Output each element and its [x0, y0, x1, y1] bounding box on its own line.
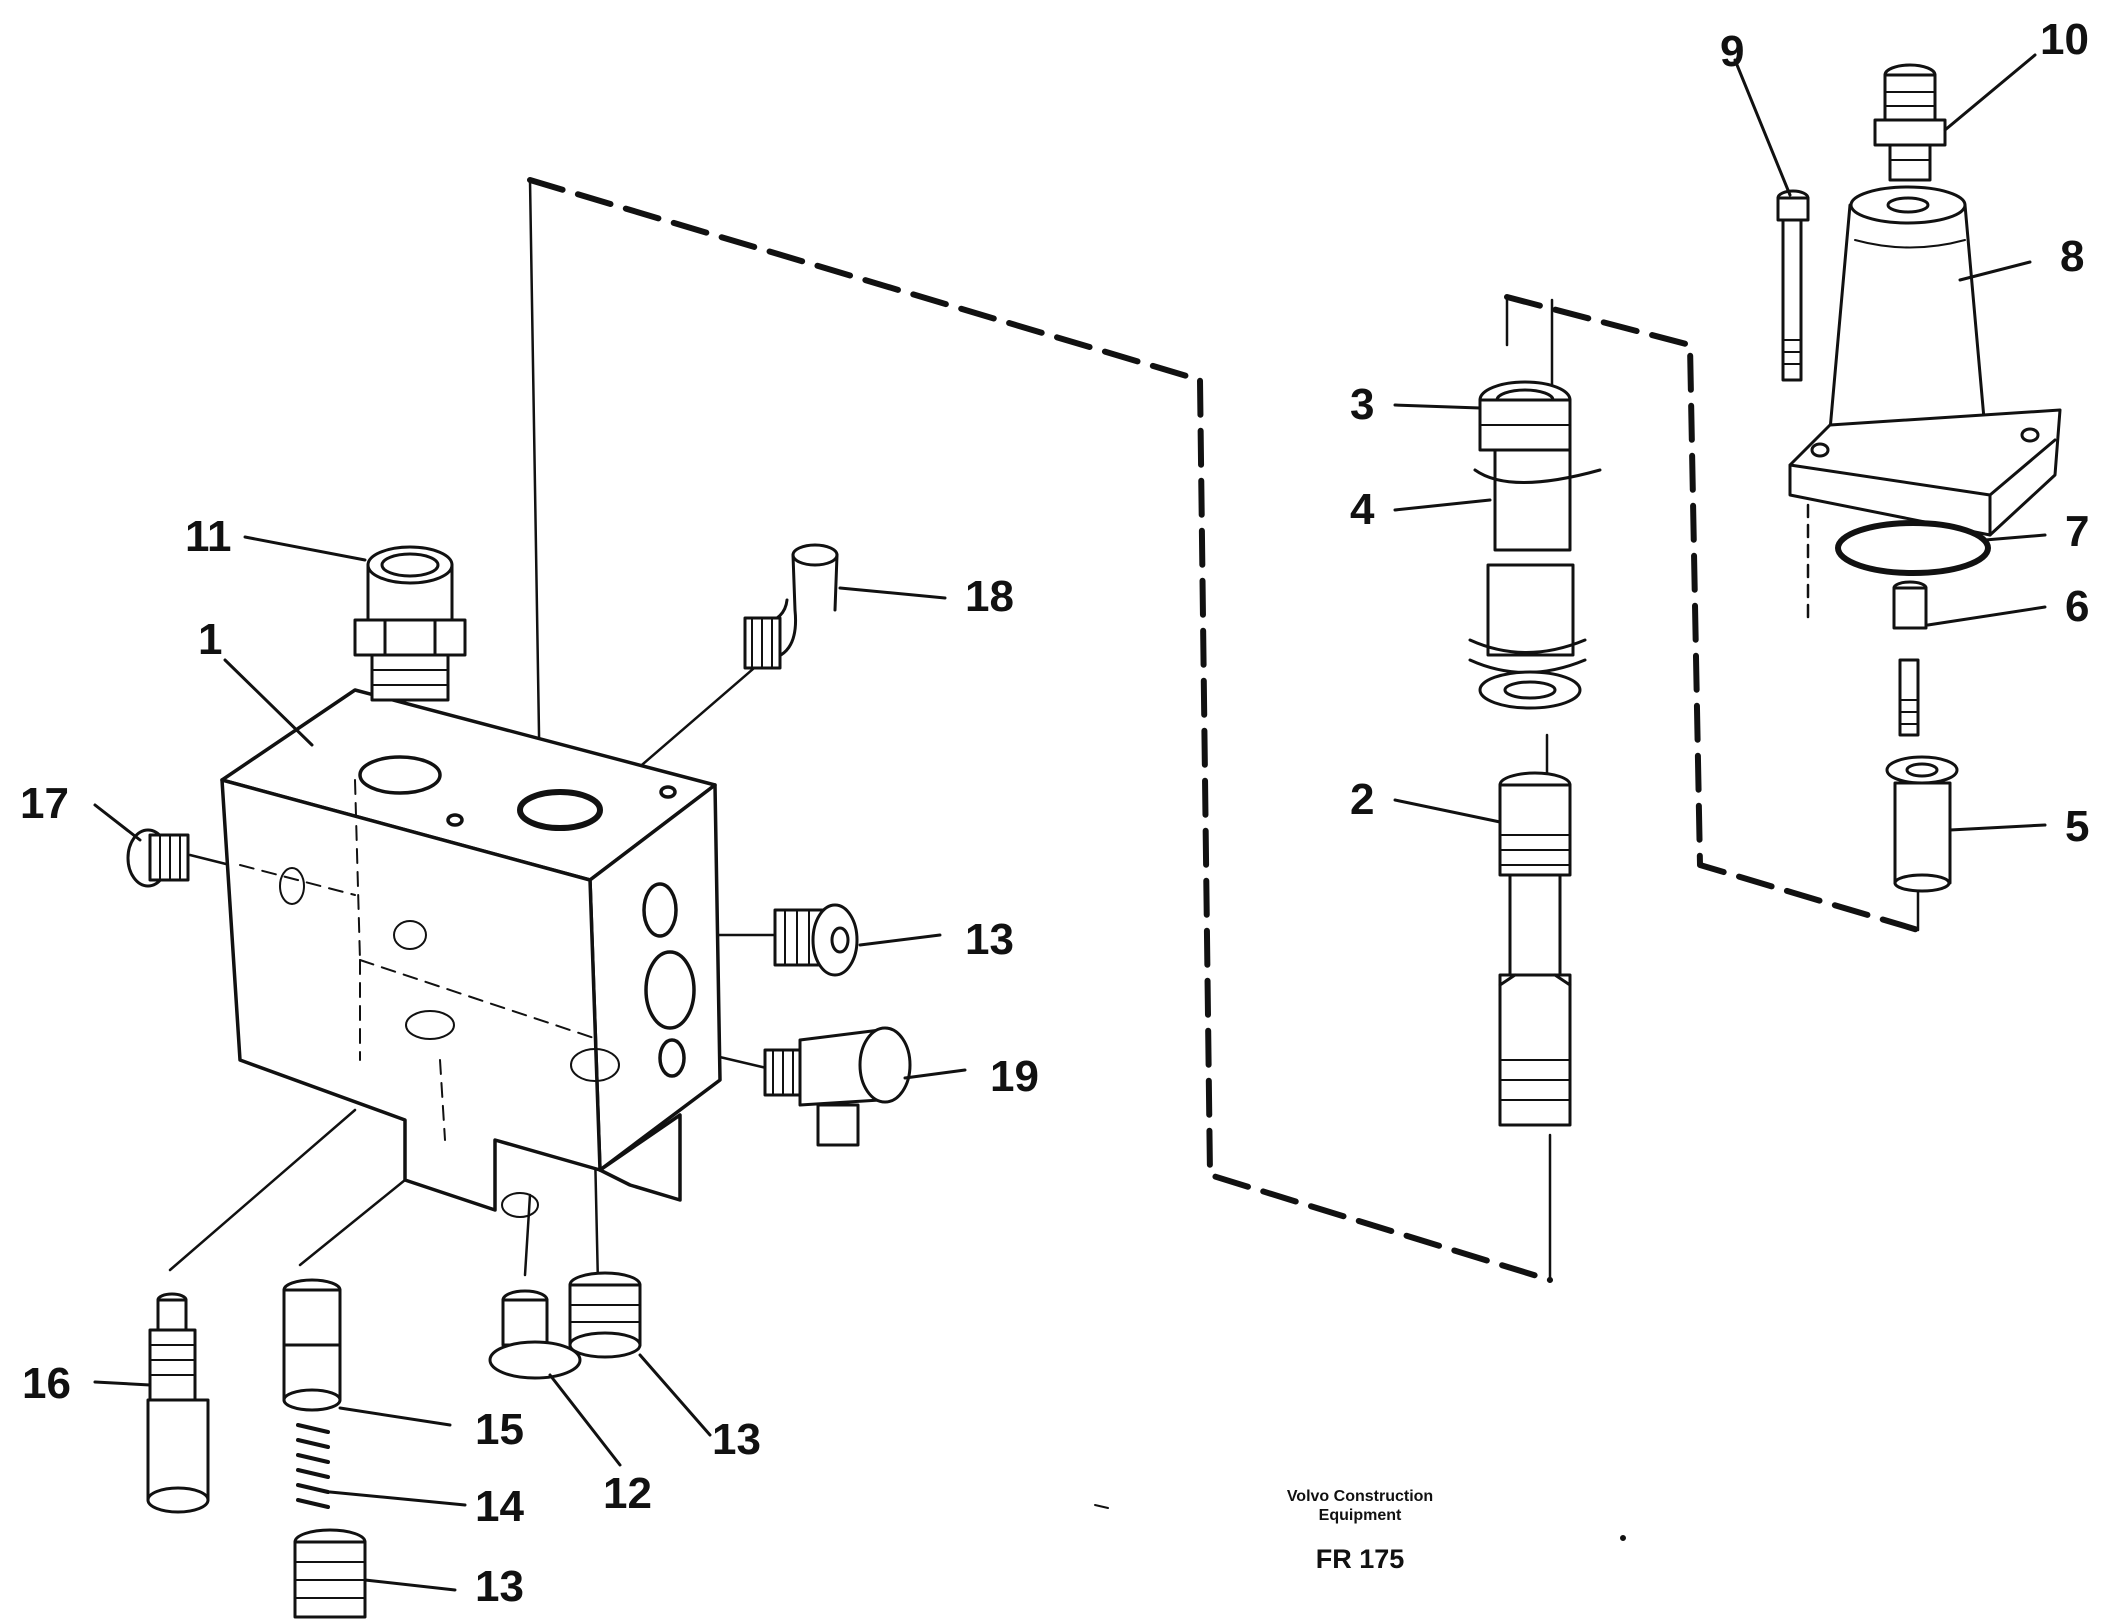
callout-4: 4 [1350, 485, 1375, 534]
callout-15: 15 [475, 1405, 524, 1454]
piston-part-2 [1498, 771, 1572, 1127]
callout-1: 1 [198, 615, 223, 664]
caption-line-2: Equipment [1318, 1507, 1402, 1524]
spring-sleeve [1468, 563, 1587, 710]
elbow-fitting-part-18 [743, 543, 839, 670]
fitting-part-11 [353, 545, 467, 702]
plug-part-17 [126, 828, 190, 888]
caption-line-1: Volvo Construction [1286, 1488, 1434, 1505]
cover-part-8 [1788, 185, 2062, 537]
seat-part-3 [1478, 380, 1572, 452]
cartridge-part-16 [146, 1292, 210, 1514]
callout-9: 9 [1720, 27, 1745, 76]
callout-19: 19 [990, 1052, 1039, 1101]
plug-part-12 [488, 1289, 582, 1380]
valve-block-body [220, 688, 722, 1218]
nipple-part-10 [1873, 63, 1947, 182]
banjo-fitting-part-19 [763, 1026, 912, 1147]
callout-13-under: 13 [712, 1415, 761, 1464]
callout-13-side: 13 [965, 915, 1014, 964]
plug-part-13-side [773, 903, 859, 977]
callout-17: 17 [20, 779, 69, 828]
plug-part-13-bottom [293, 1528, 367, 1619]
callout-5: 5 [2065, 802, 2090, 851]
assembly-path-lines [527, 177, 1921, 1283]
callout-6: 6 [2065, 582, 2090, 631]
spring-part-14 [296, 1423, 330, 1509]
callout-14: 14 [475, 1482, 524, 1531]
spool-part-15 [282, 1278, 342, 1412]
screw-part-6 [1892, 580, 1928, 737]
scan-specks [1094, 1504, 1626, 1541]
callout-3: 3 [1350, 380, 1375, 429]
drawing-code: FR 175 [1315, 1544, 1405, 1574]
plunger-part-5 [1885, 755, 1959, 893]
callout-12: 12 [603, 1469, 652, 1518]
leader-lines [93, 53, 2047, 1592]
clip-part-4 [1473, 448, 1602, 552]
oring-part-7 [1835, 520, 1991, 576]
callout-2: 2 [1350, 775, 1375, 824]
callout-16: 16 [22, 1359, 71, 1408]
callout-7: 7 [2065, 507, 2090, 556]
callout-8: 8 [2060, 232, 2085, 281]
callout-11: 11 [185, 512, 232, 561]
plug-part-13-under [568, 1271, 642, 1359]
callout-18: 18 [965, 572, 1014, 621]
callout-13-bottom: 13 [475, 1562, 524, 1611]
bolt-part-9 [1776, 189, 1810, 382]
callout-10: 10 [2040, 15, 2089, 64]
